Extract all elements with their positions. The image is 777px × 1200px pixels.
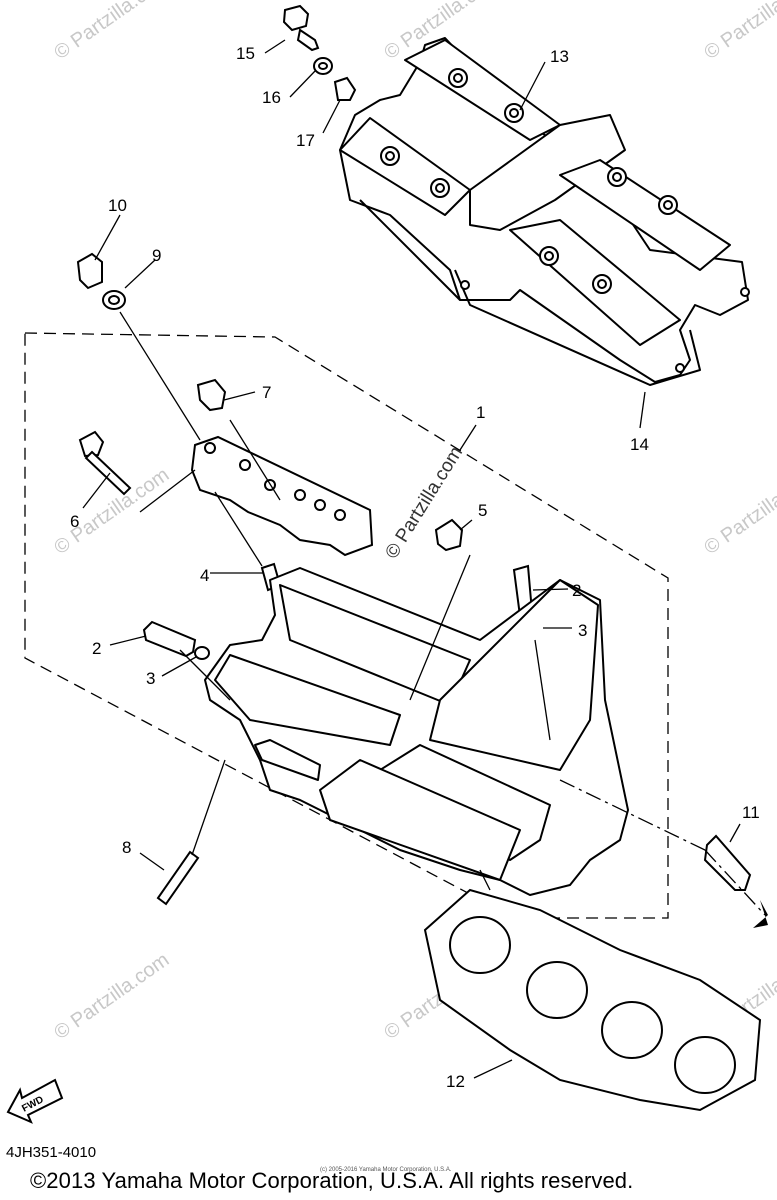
cylinder-head-cover (339, 37, 750, 386)
callout-7: 7 (262, 383, 271, 402)
copyright-notice: ©2013 Yamaha Motor Corporation, U.S.A. A… (30, 1168, 634, 1193)
assembly-boundary (24, 332, 669, 919)
callout-9: 9 (152, 246, 161, 265)
callout-2: 2 (572, 581, 581, 600)
cover-bolt (282, 4, 320, 52)
callout-1: 1 (476, 403, 485, 422)
plug (196, 378, 227, 412)
callout-10: 10 (108, 196, 127, 215)
callout-11: 11 (742, 803, 760, 822)
callout-2: 2 (92, 639, 101, 658)
cylinder-head (204, 567, 629, 896)
callout-14: 14 (630, 435, 649, 454)
forward-arrow-icon: FWD (6, 1078, 64, 1124)
small-copyright-notice: (c) 2005-2016 Yamaha Motor Corporation, … (320, 1167, 452, 1173)
watermark: © Partzilla.com (50, 0, 173, 64)
callouts: 1 2 2 3 3 4 5 6 7 8 9 10 11 12 13 14 15 … (70, 44, 760, 1091)
washer (102, 290, 126, 310)
stud-bolt (156, 850, 200, 906)
spark-plug (703, 834, 752, 891)
callout-3: 3 (146, 669, 155, 688)
head-gasket (423, 888, 762, 1112)
callout-3: 3 (578, 621, 587, 640)
washer (313, 57, 333, 75)
callout-15: 15 (236, 44, 255, 63)
arrowhead-icon (753, 900, 768, 928)
plug (434, 518, 464, 552)
callout-4: 4 (200, 566, 209, 585)
grommet (333, 76, 357, 101)
leader-lines (82, 39, 766, 1079)
callout-12: 12 (446, 1072, 465, 1091)
watermark: © Partzilla.com (50, 949, 173, 1044)
callout-13: 13 (550, 47, 569, 66)
callout-8: 8 (122, 838, 131, 857)
o-ring (194, 646, 210, 660)
camshaft-cap (190, 435, 374, 557)
cap-nut (76, 252, 103, 290)
watermark: © Partzilla.com (700, 0, 777, 64)
diagram-part-code: 4JH351-4010 (6, 1144, 97, 1161)
watermark: © Partzilla.com (700, 464, 777, 559)
tensioner (142, 620, 197, 658)
callout-16: 16 (262, 88, 281, 107)
callout-17: 17 (296, 131, 315, 150)
callout-5: 5 (478, 501, 487, 520)
cap-bolt (78, 430, 132, 496)
callout-6: 6 (70, 512, 79, 531)
